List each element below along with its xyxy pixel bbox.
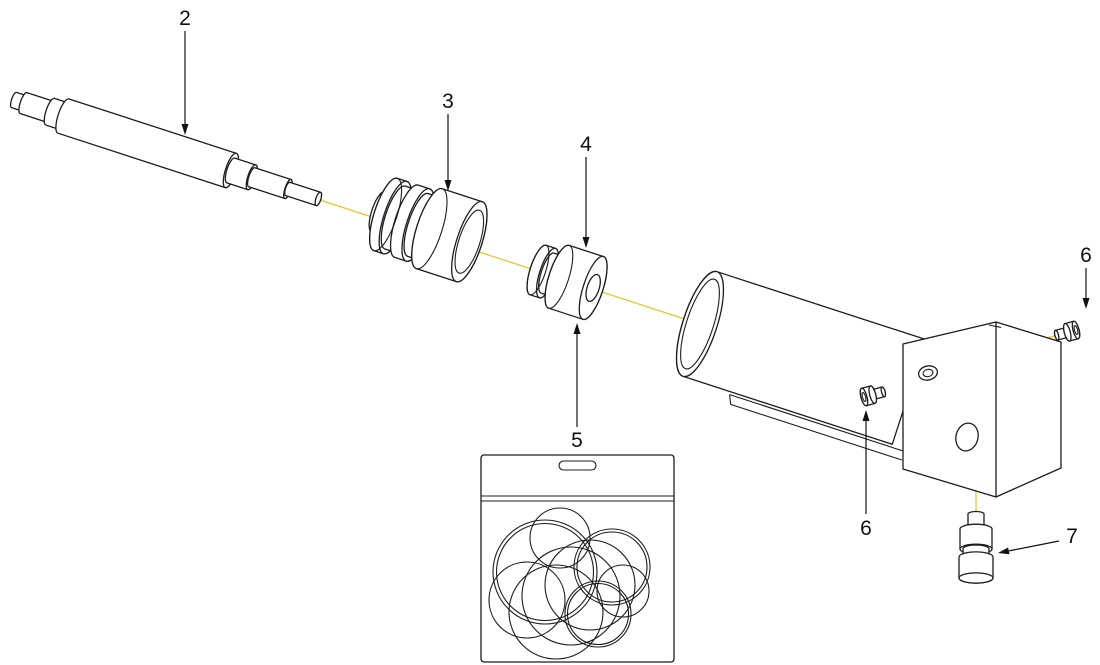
part-screw-right <box>1053 320 1081 342</box>
o-ring <box>492 519 598 625</box>
callout-3-arrow-icon <box>444 180 452 191</box>
o-ring <box>576 531 648 603</box>
block-body <box>902 321 1062 498</box>
callout-3: 3 <box>442 90 454 191</box>
callout-6-right-arrow-icon <box>1082 298 1090 309</box>
callout-7-label: 7 <box>1066 525 1078 548</box>
part-valve-block <box>902 321 1062 498</box>
block-port-bore <box>922 368 934 378</box>
callout-6-left-label: 6 <box>860 517 872 540</box>
block-side-slot <box>955 422 979 452</box>
piston-cup-lip <box>454 209 485 274</box>
piston-cup-face <box>450 200 488 283</box>
callout-3-label: 3 <box>442 90 454 113</box>
part-cylinder-body <box>675 270 927 461</box>
callout-6-left-arrow-icon <box>862 410 870 421</box>
callout-6-right-label: 6 <box>1080 244 1092 267</box>
screw-head-back <box>868 385 878 405</box>
seal-kit-bag <box>480 454 675 663</box>
cylinder-rail-bottom <box>730 403 903 461</box>
callout-5-arrow-icon <box>573 323 581 334</box>
fitting-base-face <box>958 572 994 584</box>
bag-hanger-slot <box>558 460 597 471</box>
callout-2: 2 <box>179 7 191 135</box>
callout-5-label: 5 <box>571 429 583 452</box>
callout-7-line <box>1008 540 1060 552</box>
gland-collar-rim <box>526 244 550 296</box>
piston-flange-rim <box>369 177 403 252</box>
shaft-body <box>55 98 240 189</box>
screw-tip <box>1053 329 1060 341</box>
o-ring <box>596 564 650 618</box>
callout-6-left: 6 <box>860 410 872 540</box>
part-shaft <box>9 91 323 207</box>
callout-2-arrow-icon <box>181 124 189 135</box>
screw-head-back <box>1062 322 1072 342</box>
cylinder-opening-rim <box>675 270 725 378</box>
o-ring <box>521 546 621 646</box>
cylinder-opening-bore <box>680 278 720 370</box>
piston-cup-rim <box>411 188 448 270</box>
callout-4-arrow-icon <box>582 237 590 248</box>
hex-socket-icon <box>861 391 867 403</box>
cylinder-rail-cap <box>729 394 732 405</box>
part-gland <box>526 244 608 321</box>
callout-7: 7 <box>998 525 1078 555</box>
cylinder-rail-top <box>729 394 903 452</box>
callout-2-label: 2 <box>179 7 191 30</box>
o-ring <box>508 564 604 660</box>
callout-4: 4 <box>580 133 592 248</box>
callout-5: 5 <box>571 323 583 452</box>
part-fitting <box>958 510 994 584</box>
callout-7-arrow-icon <box>998 547 1010 555</box>
gland-bore-hole <box>585 273 601 303</box>
callout-6-right: 6 <box>1080 244 1092 309</box>
o-ring <box>564 580 632 648</box>
screw-tip <box>880 386 887 398</box>
part-screw-left <box>859 385 887 407</box>
o-ring <box>495 522 595 622</box>
shaft-tip-face <box>314 191 323 207</box>
hex-socket-icon <box>1073 324 1079 336</box>
block-port-hole <box>917 365 939 381</box>
o-ring <box>488 561 566 639</box>
block-chamfer <box>988 324 1002 328</box>
part-piston <box>368 177 488 283</box>
callout-4-label: 4 <box>580 133 592 156</box>
o-ring <box>573 528 651 606</box>
o-ring <box>529 507 591 569</box>
